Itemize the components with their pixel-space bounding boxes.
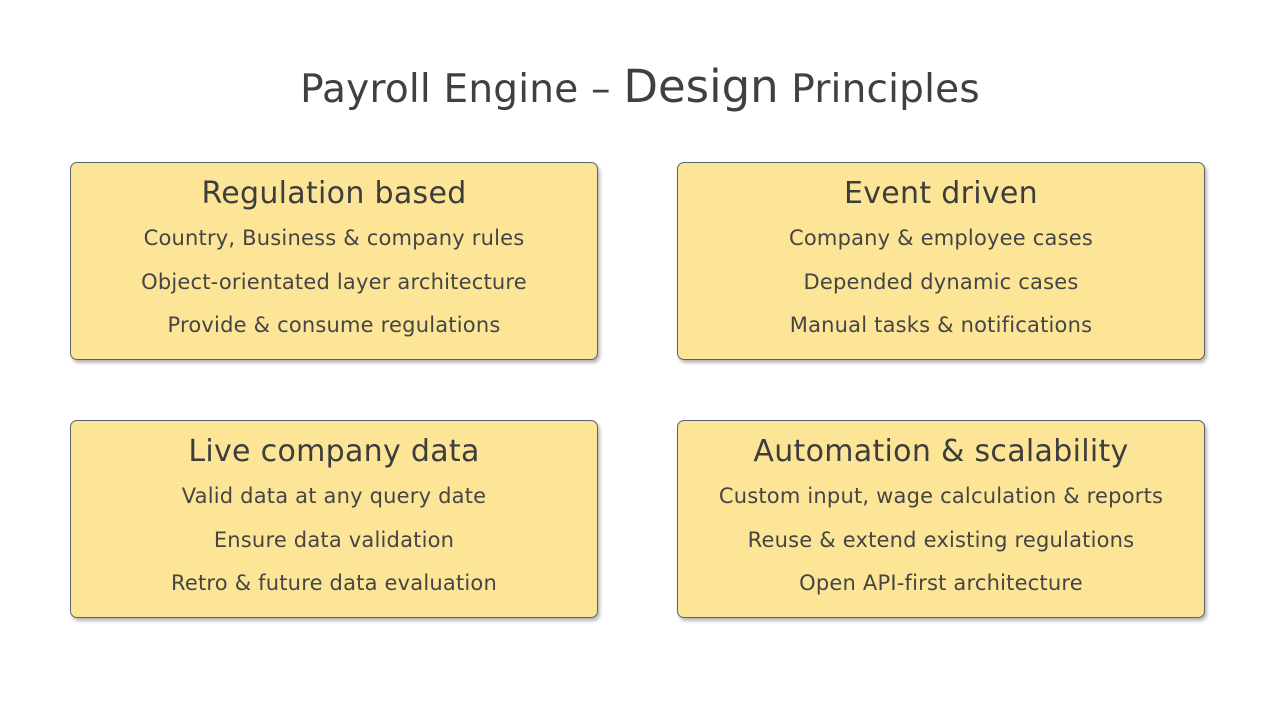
card-item: Valid data at any query date [181, 484, 487, 508]
card-item: Manual tasks & notifications [789, 313, 1093, 337]
card-automation-scalability: Automation & scalability Custom input, w… [677, 420, 1205, 618]
card-item-list: Country, Business & company rules Object… [71, 217, 597, 348]
card-item: Country, Business & company rules [143, 226, 525, 250]
card-item-list: Valid data at any query date Ensure data… [71, 475, 597, 606]
card-item: Custom input, wage calculation & reports [718, 484, 1164, 508]
card-item: Retro & future data evaluation [171, 571, 497, 595]
slide-title: Payroll Engine – Design Principles [0, 60, 1280, 114]
card-title: Regulation based [201, 176, 467, 211]
card-item: Open API-first architecture [799, 571, 1083, 595]
card-title: Live company data [188, 434, 480, 469]
card-item: Object-orientated layer architecture [141, 269, 527, 294]
card-item-list: Company & employee cases Depended dynami… [678, 217, 1204, 348]
title-part-2: Design [623, 60, 779, 113]
card-item: Company & employee cases [789, 226, 1093, 250]
card-event-driven: Event driven Company & employee cases De… [677, 162, 1205, 360]
card-item: Depended dynamic cases [803, 269, 1079, 294]
title-part-1: Payroll Engine – [300, 67, 624, 112]
card-item: Ensure data validation [213, 527, 455, 552]
card-item: Reuse & extend existing regulations [747, 527, 1135, 552]
card-item-list: Custom input, wage calculation & reports… [678, 475, 1204, 606]
card-live-company-data: Live company data Valid data at any quer… [70, 420, 598, 618]
card-title: Automation & scalability [753, 434, 1129, 469]
card-item: Provide & consume regulations [167, 313, 501, 337]
title-part-3: Principles [778, 67, 980, 112]
card-regulation-based: Regulation based Country, Business & com… [70, 162, 598, 360]
card-title: Event driven [843, 176, 1038, 211]
